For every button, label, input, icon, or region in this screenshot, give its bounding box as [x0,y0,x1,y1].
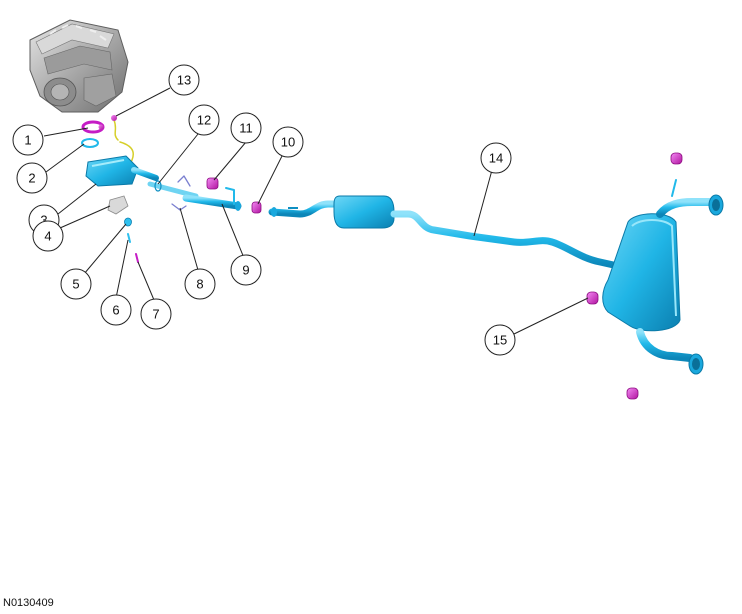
callout-label: 2 [28,171,35,186]
part-10-clamp [251,201,262,214]
callout-label: 9 [242,263,249,278]
part-14-muffler-assembly [268,195,622,270]
callout-11: 11 [230,112,262,144]
part-5-sensor-boss [124,217,132,227]
callout-6: 6 [100,294,132,326]
callout-label: 8 [196,277,203,292]
callout-label: 15 [493,333,507,348]
engine-block [29,19,129,113]
callout-4: 4 [32,220,64,252]
callout-5: 5 [60,268,92,300]
callout-label: 1 [24,133,31,148]
callout-12: 12 [188,104,220,136]
callout-1: 1 [12,124,44,156]
callout-8: 8 [184,268,216,300]
part-11-isolator [206,177,219,190]
leader-lines [43,87,589,335]
callout-2: 2 [16,162,48,194]
callout-13: 13 [168,64,200,96]
callout-label: 7 [152,307,159,322]
rear-isolator-upper [670,152,683,165]
part-4-heat-shield [107,195,129,215]
callout-label: 10 [281,135,295,150]
callout-7: 7 [140,298,172,330]
callout-14: 14 [480,142,512,174]
callout-label: 6 [112,303,119,318]
callout-9: 9 [230,254,262,286]
part-6-stud [127,233,131,243]
part-15-isolator [586,291,599,305]
callout-label: 12 [197,113,211,128]
rear-isolator-lower [626,387,639,400]
callout-label: 14 [489,151,503,166]
callout-label: 5 [72,277,79,292]
part-3-catalytic-converter [85,155,159,187]
callout-label: 11 [239,121,253,136]
figure-reference-code: N0130409 [3,597,54,609]
part-9-intermediate-pipe [182,187,242,211]
callout-label: 13 [177,73,191,88]
rear-muffler [602,179,724,375]
part-7-bolt [135,253,139,263]
part-8-sensor-lead [171,175,191,211]
callout-label: 3 [40,213,47,228]
part-2-gasket [81,138,99,148]
part-12-flex-pipe [147,180,199,199]
callout-15: 15 [484,324,516,356]
callout-label: 4 [44,229,51,244]
callout-10: 10 [272,126,304,158]
